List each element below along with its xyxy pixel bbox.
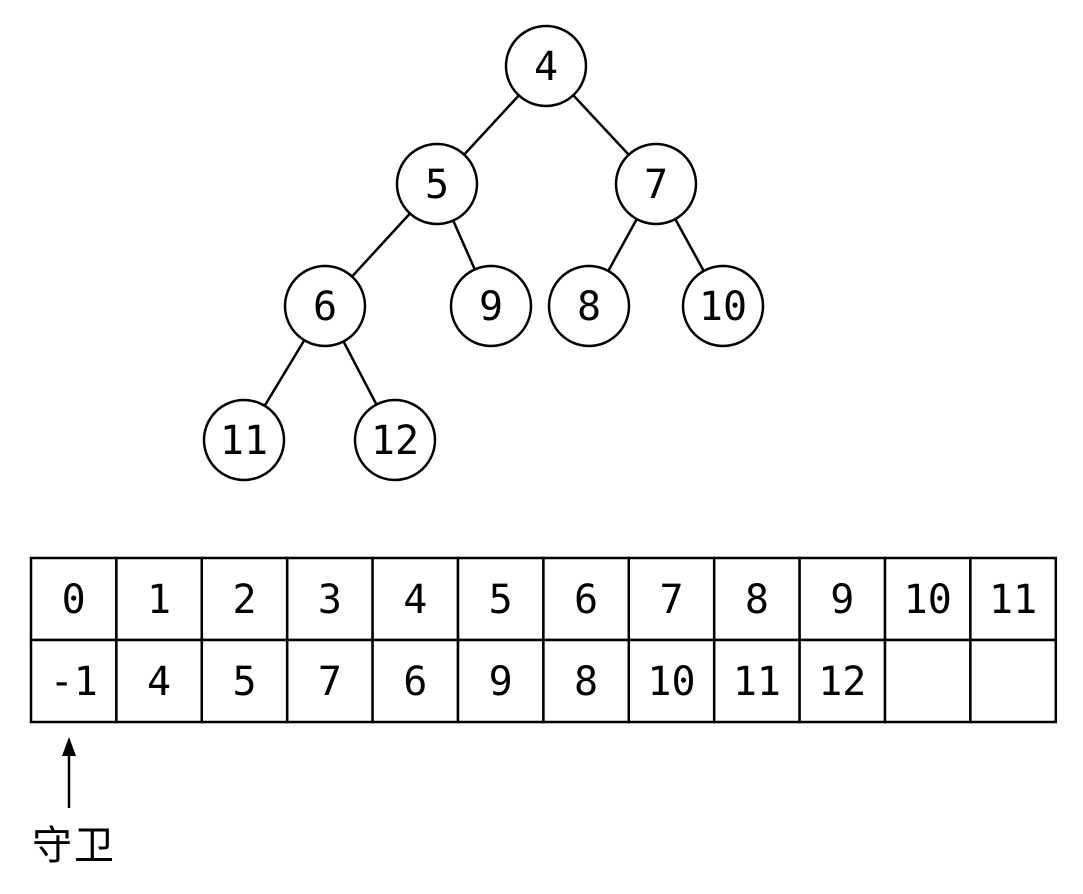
index-cell-text: 5 xyxy=(489,577,513,623)
index-cell-text: 1 xyxy=(147,577,171,623)
index-cell xyxy=(798,556,887,642)
tree-node: 9 xyxy=(449,264,533,348)
index-cell xyxy=(29,556,118,642)
value-cell-text: 11 xyxy=(733,659,781,705)
tree-node: 8 xyxy=(547,264,631,348)
index-cell xyxy=(883,556,972,642)
value-cell xyxy=(542,638,631,724)
value-cell-text: 10 xyxy=(647,659,695,705)
index-cell-text: 0 xyxy=(62,577,86,623)
tree-node: 7 xyxy=(614,142,698,226)
tree-node-circle xyxy=(681,264,765,348)
tree-node: 12 xyxy=(353,398,437,482)
tree-node-circle xyxy=(353,398,437,482)
tree-node-value: 7 xyxy=(644,162,668,208)
value-cell-text: 9 xyxy=(489,659,513,705)
tree-node-circle xyxy=(283,264,367,348)
tree-node-value: 11 xyxy=(220,418,268,464)
tree-node-value: 9 xyxy=(479,284,503,330)
index-cell-text: 2 xyxy=(232,577,256,623)
value-cell xyxy=(969,638,1058,724)
value-cell-text: 8 xyxy=(574,659,598,705)
value-cell-text: 12 xyxy=(818,659,866,705)
index-cell xyxy=(969,556,1058,642)
tree-node-value: 5 xyxy=(425,162,449,208)
value-cell-text: -1 xyxy=(50,659,98,705)
index-cell-text: 7 xyxy=(659,577,683,623)
tree-node-value: 4 xyxy=(534,44,558,90)
tree-node-circle xyxy=(395,142,479,226)
tree-edges xyxy=(242,65,725,441)
value-cell xyxy=(200,638,289,724)
sentinel-arrow xyxy=(62,737,76,808)
index-cell xyxy=(542,556,631,642)
value-cell xyxy=(883,638,972,724)
value-cell xyxy=(371,638,460,724)
value-cell-text: 5 xyxy=(232,659,256,705)
tree-node: 10 xyxy=(681,264,765,348)
value-cell xyxy=(285,638,374,724)
sentinel-label: 守卫 xyxy=(32,823,116,869)
tree-node-circle xyxy=(547,264,631,348)
tree-node-value: 12 xyxy=(371,418,419,464)
index-cell xyxy=(200,556,289,642)
tree-node-circle xyxy=(449,264,533,348)
index-cell xyxy=(371,556,460,642)
value-cell-text: 6 xyxy=(403,659,427,705)
index-cell-text: 3 xyxy=(318,577,342,623)
tree-node-value: 6 xyxy=(313,284,337,330)
tree-node: 5 xyxy=(395,142,479,226)
index-cell-text: 10 xyxy=(904,577,952,623)
value-cell xyxy=(712,638,801,724)
index-cell xyxy=(712,556,801,642)
index-cell-text: 4 xyxy=(403,577,427,623)
value-cell-text: 7 xyxy=(318,659,342,705)
tree-node: 6 xyxy=(283,264,367,348)
index-cell-text: 8 xyxy=(745,577,769,623)
value-cell-text: 4 xyxy=(147,659,171,705)
value-cell xyxy=(627,638,716,724)
tree-node-value: 8 xyxy=(577,284,601,330)
tree-nodes: 4 5 7 6 9 8 10 11 12 xyxy=(202,24,765,482)
index-cell-text: 6 xyxy=(574,577,598,623)
arrow-head-icon xyxy=(62,737,76,756)
tree-node-circle xyxy=(504,24,588,108)
index-cell-text: 11 xyxy=(989,577,1037,623)
tree-node: 4 xyxy=(504,24,588,108)
tree-node-circle xyxy=(202,398,286,482)
index-cell-text: 9 xyxy=(830,577,854,623)
tree-node-value: 10 xyxy=(699,284,747,330)
tree-node-circle xyxy=(614,142,698,226)
value-cell xyxy=(456,638,545,724)
tree-node: 11 xyxy=(202,398,286,482)
